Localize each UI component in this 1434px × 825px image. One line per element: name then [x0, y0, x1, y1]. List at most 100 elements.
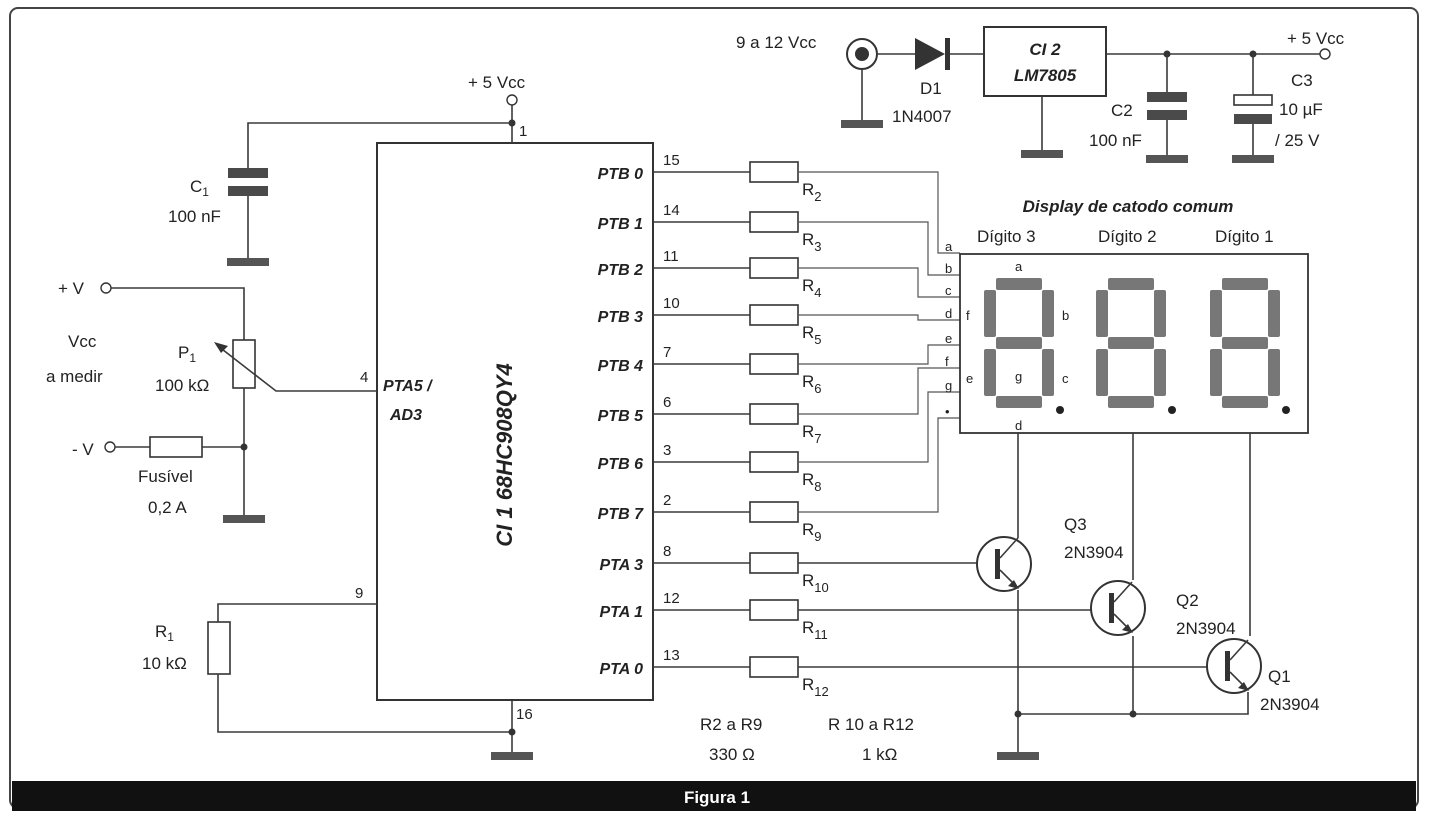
segment-route-wire	[798, 171, 960, 254]
resistor-name: R5	[802, 323, 822, 347]
segment	[1268, 349, 1280, 396]
resistor-name: R4	[802, 276, 822, 300]
transistor-name: Q2	[1176, 591, 1199, 610]
segment	[1154, 290, 1166, 337]
input-plus-terminal[interactable]	[100, 282, 112, 294]
segment	[984, 290, 996, 337]
ic1-pin-label: PTB 3	[598, 309, 643, 326]
r1-section: R1 10 kΩ	[142, 603, 533, 760]
power-input-label: 9 a 12 Vcc	[736, 33, 817, 52]
c3-value-2: / 25 V	[1275, 131, 1320, 150]
p1-value: 100 kΩ	[155, 376, 209, 395]
c1-wire-top	[247, 122, 512, 168]
display-module: Display de catodo comum Dígito 3 Dígito …	[945, 197, 1309, 434]
display-input-label: e	[945, 331, 952, 346]
seg-label-f: f	[966, 308, 970, 323]
resistor-body	[749, 353, 799, 375]
regulator-body	[983, 26, 1107, 97]
ground-symbol	[1021, 150, 1063, 158]
ic1-pin-label: PTB 7	[598, 506, 644, 523]
junction	[1129, 710, 1137, 718]
display-input-label: d	[945, 306, 952, 321]
p1-wiper	[217, 345, 377, 392]
transistor-part: 2N3904	[1064, 543, 1124, 562]
resistor-body	[749, 211, 799, 233]
ic1-pin-label: PTB 4	[598, 358, 643, 375]
vcc-label-1: Vcc	[68, 332, 97, 351]
segment	[1096, 349, 1108, 396]
input-minus-terminal[interactable]	[104, 441, 116, 453]
resistor-name: R6	[802, 372, 822, 396]
decimal-point	[1282, 406, 1290, 414]
note-r2r9-2: 330 Ω	[709, 745, 755, 764]
segment	[1210, 290, 1222, 337]
note-r10r12-1: R 10 a R12	[828, 715, 914, 734]
d1-name: D1	[920, 79, 942, 98]
decimal-point	[1168, 406, 1176, 414]
c3-plate-bottom	[1234, 114, 1272, 124]
vcc-label-2: a medir	[46, 367, 103, 386]
p1-name: P1	[178, 343, 196, 365]
c2-name: C2	[1111, 101, 1133, 120]
junction	[508, 728, 516, 736]
c1-plate-bottom	[228, 186, 268, 196]
segment	[1222, 396, 1268, 408]
resistor-body	[749, 451, 799, 473]
c1-name: C1	[190, 177, 209, 199]
supply-top-label: + 5 Vcc	[468, 73, 526, 92]
resistor-name: R3	[802, 230, 822, 254]
digit-3-label: Dígito 3	[977, 227, 1036, 246]
segment	[1222, 278, 1268, 290]
digit-1	[1210, 278, 1290, 414]
segment	[1154, 349, 1166, 396]
power-output-label: + 5 Vcc	[1287, 29, 1345, 48]
transistor-part: 2N3904	[1176, 619, 1236, 638]
transistor-name: Q3	[1064, 515, 1087, 534]
segment	[1108, 337, 1154, 349]
ic1-pin-number: 10	[663, 295, 680, 312]
resistor-body	[749, 304, 799, 326]
transistor-q3: Q3 2N3904	[798, 515, 1124, 592]
segment	[984, 349, 996, 396]
emitter-arrow-icon	[1122, 624, 1133, 633]
ic1-pin-label: PTB 6	[598, 456, 643, 473]
pin-adc-label-1: PTA5 /	[383, 378, 433, 395]
resistor-name: R7	[802, 422, 822, 446]
ground-symbol	[1146, 155, 1188, 163]
regulator-name: CI 2	[1029, 40, 1061, 59]
ic1-pin-label: PTB 0	[598, 166, 643, 183]
ic1-pin-label: PTB 1	[598, 216, 643, 233]
figure-caption: Figura 1	[684, 788, 750, 807]
diode-bar-icon	[945, 38, 950, 70]
supply-top-section: + 5 Vcc C1 100 nF	[168, 73, 526, 266]
r1-value: 10 kΩ	[142, 654, 187, 673]
segment-route-wire	[798, 417, 960, 513]
segment-route-wire	[798, 314, 960, 321]
ic1-pin-number: 8	[663, 543, 671, 560]
resistor-body	[749, 257, 799, 279]
junction	[240, 443, 248, 451]
cathode-wiring	[997, 433, 1251, 760]
pin-left-num: 9	[355, 585, 363, 602]
power-supply: 9 a 12 Vcc D1 1N4007 CI 2 LM7805 + 5 Vcc…	[736, 26, 1345, 163]
power-output-terminal[interactable]	[1319, 48, 1331, 60]
regulator-part: LM7805	[1014, 66, 1077, 85]
ground-symbol	[997, 752, 1039, 760]
seg-label-e: e	[966, 371, 973, 386]
ic1-pin-number: 12	[663, 590, 680, 607]
segment	[1042, 290, 1054, 337]
c2-plate-bottom	[1147, 110, 1187, 120]
ic1-pin-number: 13	[663, 647, 680, 664]
resistor-body	[749, 552, 799, 574]
ground-symbol	[223, 515, 265, 523]
c3-name: C3	[1291, 71, 1313, 90]
display-input-label: a	[945, 239, 953, 254]
input-plus-label: + V	[58, 279, 85, 298]
decimal-point	[1056, 406, 1064, 414]
d1-part: 1N4007	[892, 107, 952, 126]
display-title: Display de catodo comum	[1023, 197, 1234, 216]
